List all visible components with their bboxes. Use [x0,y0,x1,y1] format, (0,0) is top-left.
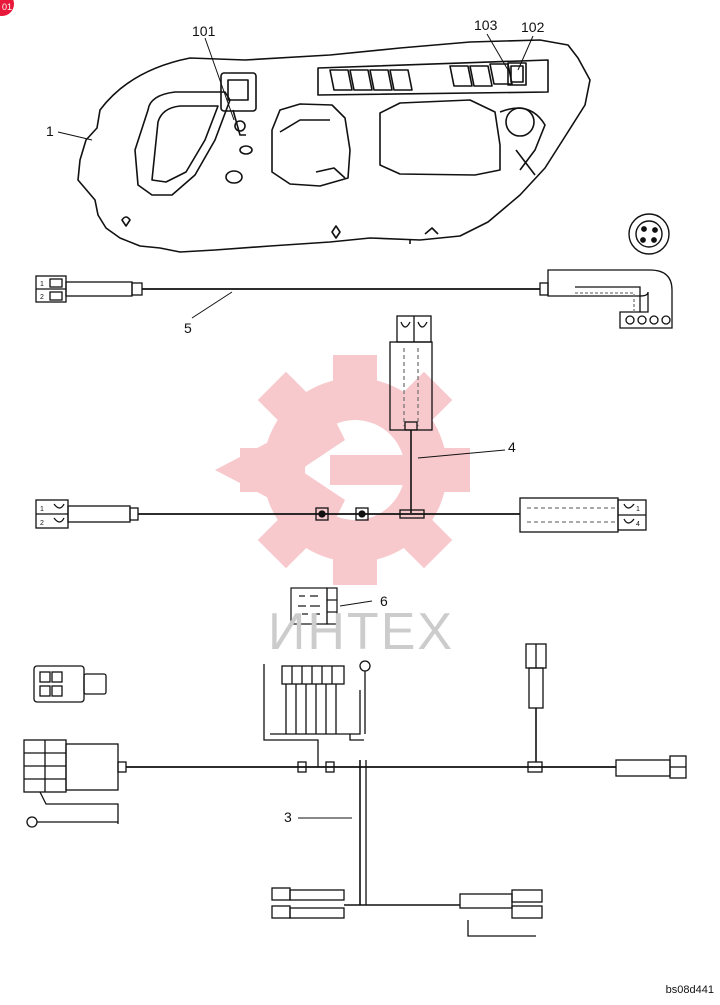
callout-4: 4 [508,439,516,455]
relay-6 [290,587,373,625]
callout-101: 101 [192,23,216,39]
callout-103: 103 [474,17,498,33]
callout-6: 6 [380,593,388,609]
callout-5: 5 [184,320,192,336]
callout-1: 1 [46,123,54,139]
harness5-pin-2: 2 [40,294,44,301]
watermark-text: ИНТЕХ [268,603,455,661]
harness-5 [35,269,673,329]
round-socket-connector [628,213,670,255]
panel-assembly-1 [77,39,591,253]
harness4-right-pin-1: 1 [636,506,640,513]
harness5-pin-1: 1 [40,281,44,288]
callout-102: 102 [521,19,545,35]
drawing-code: bs08d441 [665,984,714,996]
harness4-left-pin-2: 2 [40,520,44,527]
harness4-left-pin-1: 1 [40,506,44,513]
harness-3 [23,643,687,937]
leader-lines [57,33,534,141]
harness-4 [35,315,647,533]
corner-badge: 01 [0,0,14,16]
callout-3: 3 [284,809,292,825]
harness4-right-pin-4: 4 [636,521,640,528]
